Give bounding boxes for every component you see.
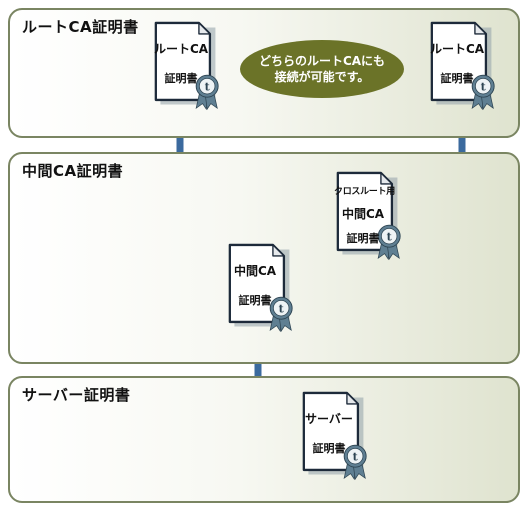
cert-label-name: ルートCA xyxy=(153,42,209,56)
cert-label-type: 証明書 xyxy=(238,294,272,307)
intermediate-ca-certificate: t 中間CA 証明書 xyxy=(226,243,296,333)
root-ca-certificate-left: t ルートCA 証明書 xyxy=(152,21,222,111)
cert-label-type: 証明書 xyxy=(312,442,346,455)
section-title-server: サーバー証明書 xyxy=(22,386,131,404)
certificate-icon: t xyxy=(336,171,401,261)
cross-root-intermediate-certificate: t クロスルート用 中間CA 証明書 xyxy=(334,171,404,261)
certificate-icon: t xyxy=(430,21,495,111)
cert-label-type: 証明書 xyxy=(440,72,474,85)
certificate-icon: t xyxy=(302,391,367,481)
cert-label-name: 中間CA xyxy=(341,207,385,221)
section-server: サーバー証明書 xyxy=(8,376,520,503)
cert-label-name: サーバー xyxy=(305,412,353,426)
note-bubble: どちらのルートCAにも 接続が可能です。 xyxy=(240,40,404,98)
server-certificate: t サーバー 証明書 xyxy=(300,391,370,481)
section-title-intermediate-ca: 中間CA証明書 xyxy=(22,162,124,180)
root-ca-certificate-right: t ルートCA 証明書 xyxy=(428,21,498,111)
svg-text:t: t xyxy=(205,80,211,93)
cert-label-name: 中間CA xyxy=(233,264,277,278)
certificate-icon: t xyxy=(228,243,293,333)
svg-text:t: t xyxy=(387,230,393,243)
cert-label-prefix: クロスルート用 xyxy=(334,187,395,197)
section-title-root-ca: ルートCA証明書 xyxy=(22,18,139,36)
cert-label-type: 証明書 xyxy=(346,232,380,245)
cert-label-type: 証明書 xyxy=(164,72,198,85)
svg-text:t: t xyxy=(353,450,359,463)
certificate-icon: t xyxy=(154,21,219,111)
svg-text:t: t xyxy=(481,80,487,93)
note-line-2: 接続が可能です。 xyxy=(274,70,370,84)
note-line-1: どちらのルートCAにも xyxy=(258,54,386,68)
cert-label-name: ルートCA xyxy=(429,42,485,56)
svg-text:t: t xyxy=(279,302,285,315)
